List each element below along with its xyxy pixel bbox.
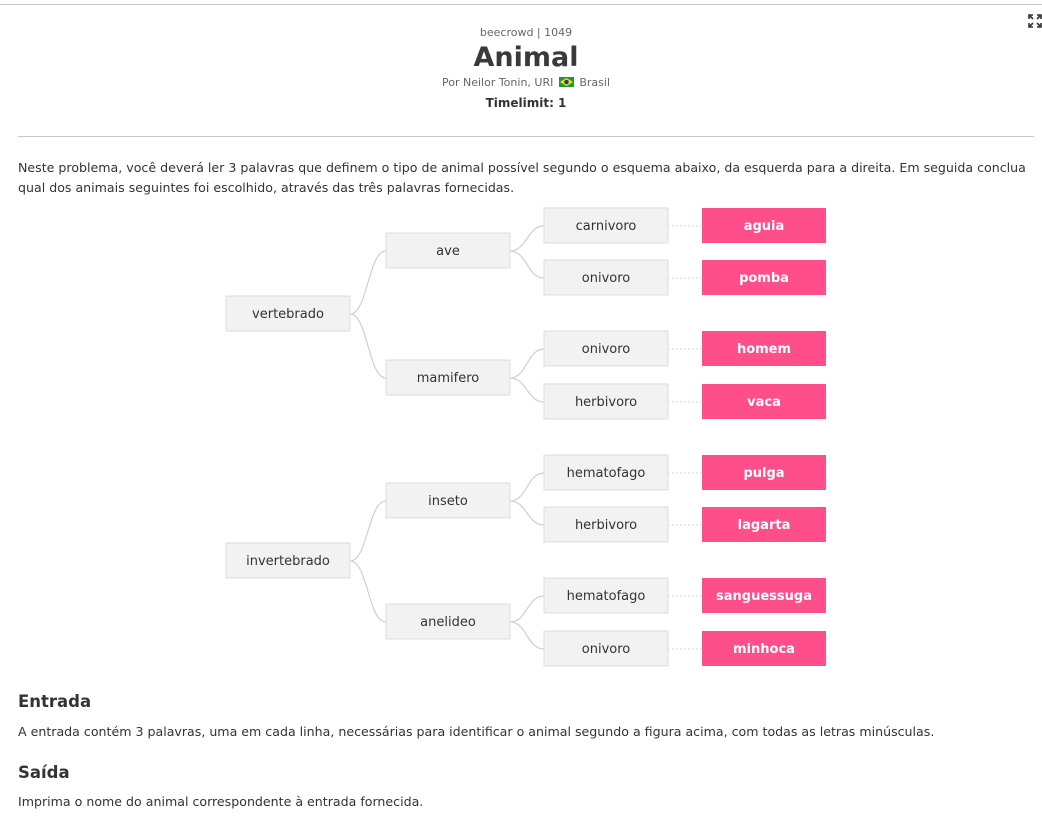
node-invertebrado: invertebrado — [225, 542, 351, 579]
entrada-text: A entrada contém 3 palavras, uma em cada… — [18, 724, 935, 739]
author-text: Por Neilor Tonin, URI — [441, 76, 554, 89]
entrada-heading: Entrada — [18, 692, 92, 711]
svg-text:homem: homem — [737, 342, 791, 357]
svg-text:aguia: aguia — [744, 219, 785, 234]
node-inseto: inseto — [385, 482, 511, 519]
node-hematofago-anelideo: hematofago — [543, 577, 669, 614]
animal-pomba: pomba — [702, 260, 826, 295]
brazil-flag-icon — [558, 77, 574, 87]
svg-text:hematofago: hematofago — [567, 466, 646, 481]
svg-text:hematofago: hematofago — [567, 589, 646, 604]
node-anelideo: anelideo — [385, 603, 511, 640]
problem-id: beecrowd | 1049 — [479, 26, 573, 39]
node-herbivoro-inseto: herbivoro — [543, 506, 669, 543]
node-hematofago-inseto: hematofago — [543, 454, 669, 491]
animal-lagarta: lagarta — [702, 507, 826, 542]
saida-heading: Saída — [18, 763, 70, 782]
node-carnivoro: carnivoro — [543, 207, 669, 244]
svg-text:vertebrado: vertebrado — [252, 307, 324, 322]
saida-text: Imprima o nome do animal correspondente … — [18, 794, 424, 809]
animal-pulga: pulga — [702, 455, 826, 490]
node-ave: ave — [385, 232, 511, 269]
animal-vaca: vaca — [702, 384, 826, 419]
node-mamifero: mamifero — [385, 359, 511, 396]
svg-text:carnivoro: carnivoro — [576, 219, 637, 234]
svg-text:ave: ave — [436, 244, 460, 259]
svg-text:lagarta: lagarta — [738, 518, 791, 533]
svg-text:onivoro: onivoro — [582, 271, 631, 286]
svg-text:minhoca: minhoca — [733, 642, 795, 657]
node-onivoro-mamifero: onivoro — [543, 330, 669, 367]
node-vertebrado: vertebrado — [225, 295, 351, 332]
page-title: Animal — [473, 42, 579, 73]
expand-icon[interactable] — [1028, 14, 1042, 28]
animal-aguia: aguia — [702, 208, 826, 243]
svg-text:inseto: inseto — [428, 494, 468, 509]
author-line: Por Neilor Tonin, URI Brasil — [0, 75, 1042, 91]
animal-sanguessuga: sanguessuga — [702, 578, 826, 613]
svg-text:invertebrado: invertebrado — [246, 554, 330, 569]
node-onivoro-ave: onivoro — [543, 259, 669, 296]
animal-minhoca: minhoca — [702, 631, 826, 666]
timelimit: Timelimit: 1 — [485, 96, 567, 110]
problem-header: beecrowd | 1049 Animal Por Neilor Tonin,… — [0, 26, 1042, 112]
svg-text:vaca: vaca — [747, 395, 781, 410]
svg-text:herbivoro: herbivoro — [575, 395, 637, 410]
svg-text:onivoro: onivoro — [582, 342, 631, 357]
svg-text:onivoro: onivoro — [582, 642, 631, 657]
top-divider — [0, 4, 1042, 5]
animal-homem: homem — [702, 331, 826, 366]
author-country: Brasil — [579, 76, 610, 89]
svg-text:mamifero: mamifero — [417, 371, 480, 386]
problem-description: Neste problema, você deverá ler 3 palavr… — [18, 160, 1026, 195]
svg-text:sanguessuga: sanguessuga — [716, 589, 812, 604]
node-herbivoro-mamifero: herbivoro — [543, 383, 669, 420]
header-divider — [18, 136, 1034, 137]
node-onivoro-anelideo: onivoro — [543, 630, 669, 667]
svg-text:pomba: pomba — [739, 271, 789, 286]
svg-text:anelideo: anelideo — [420, 615, 476, 630]
svg-text:pulga: pulga — [743, 466, 784, 481]
svg-text:herbivoro: herbivoro — [575, 518, 637, 533]
